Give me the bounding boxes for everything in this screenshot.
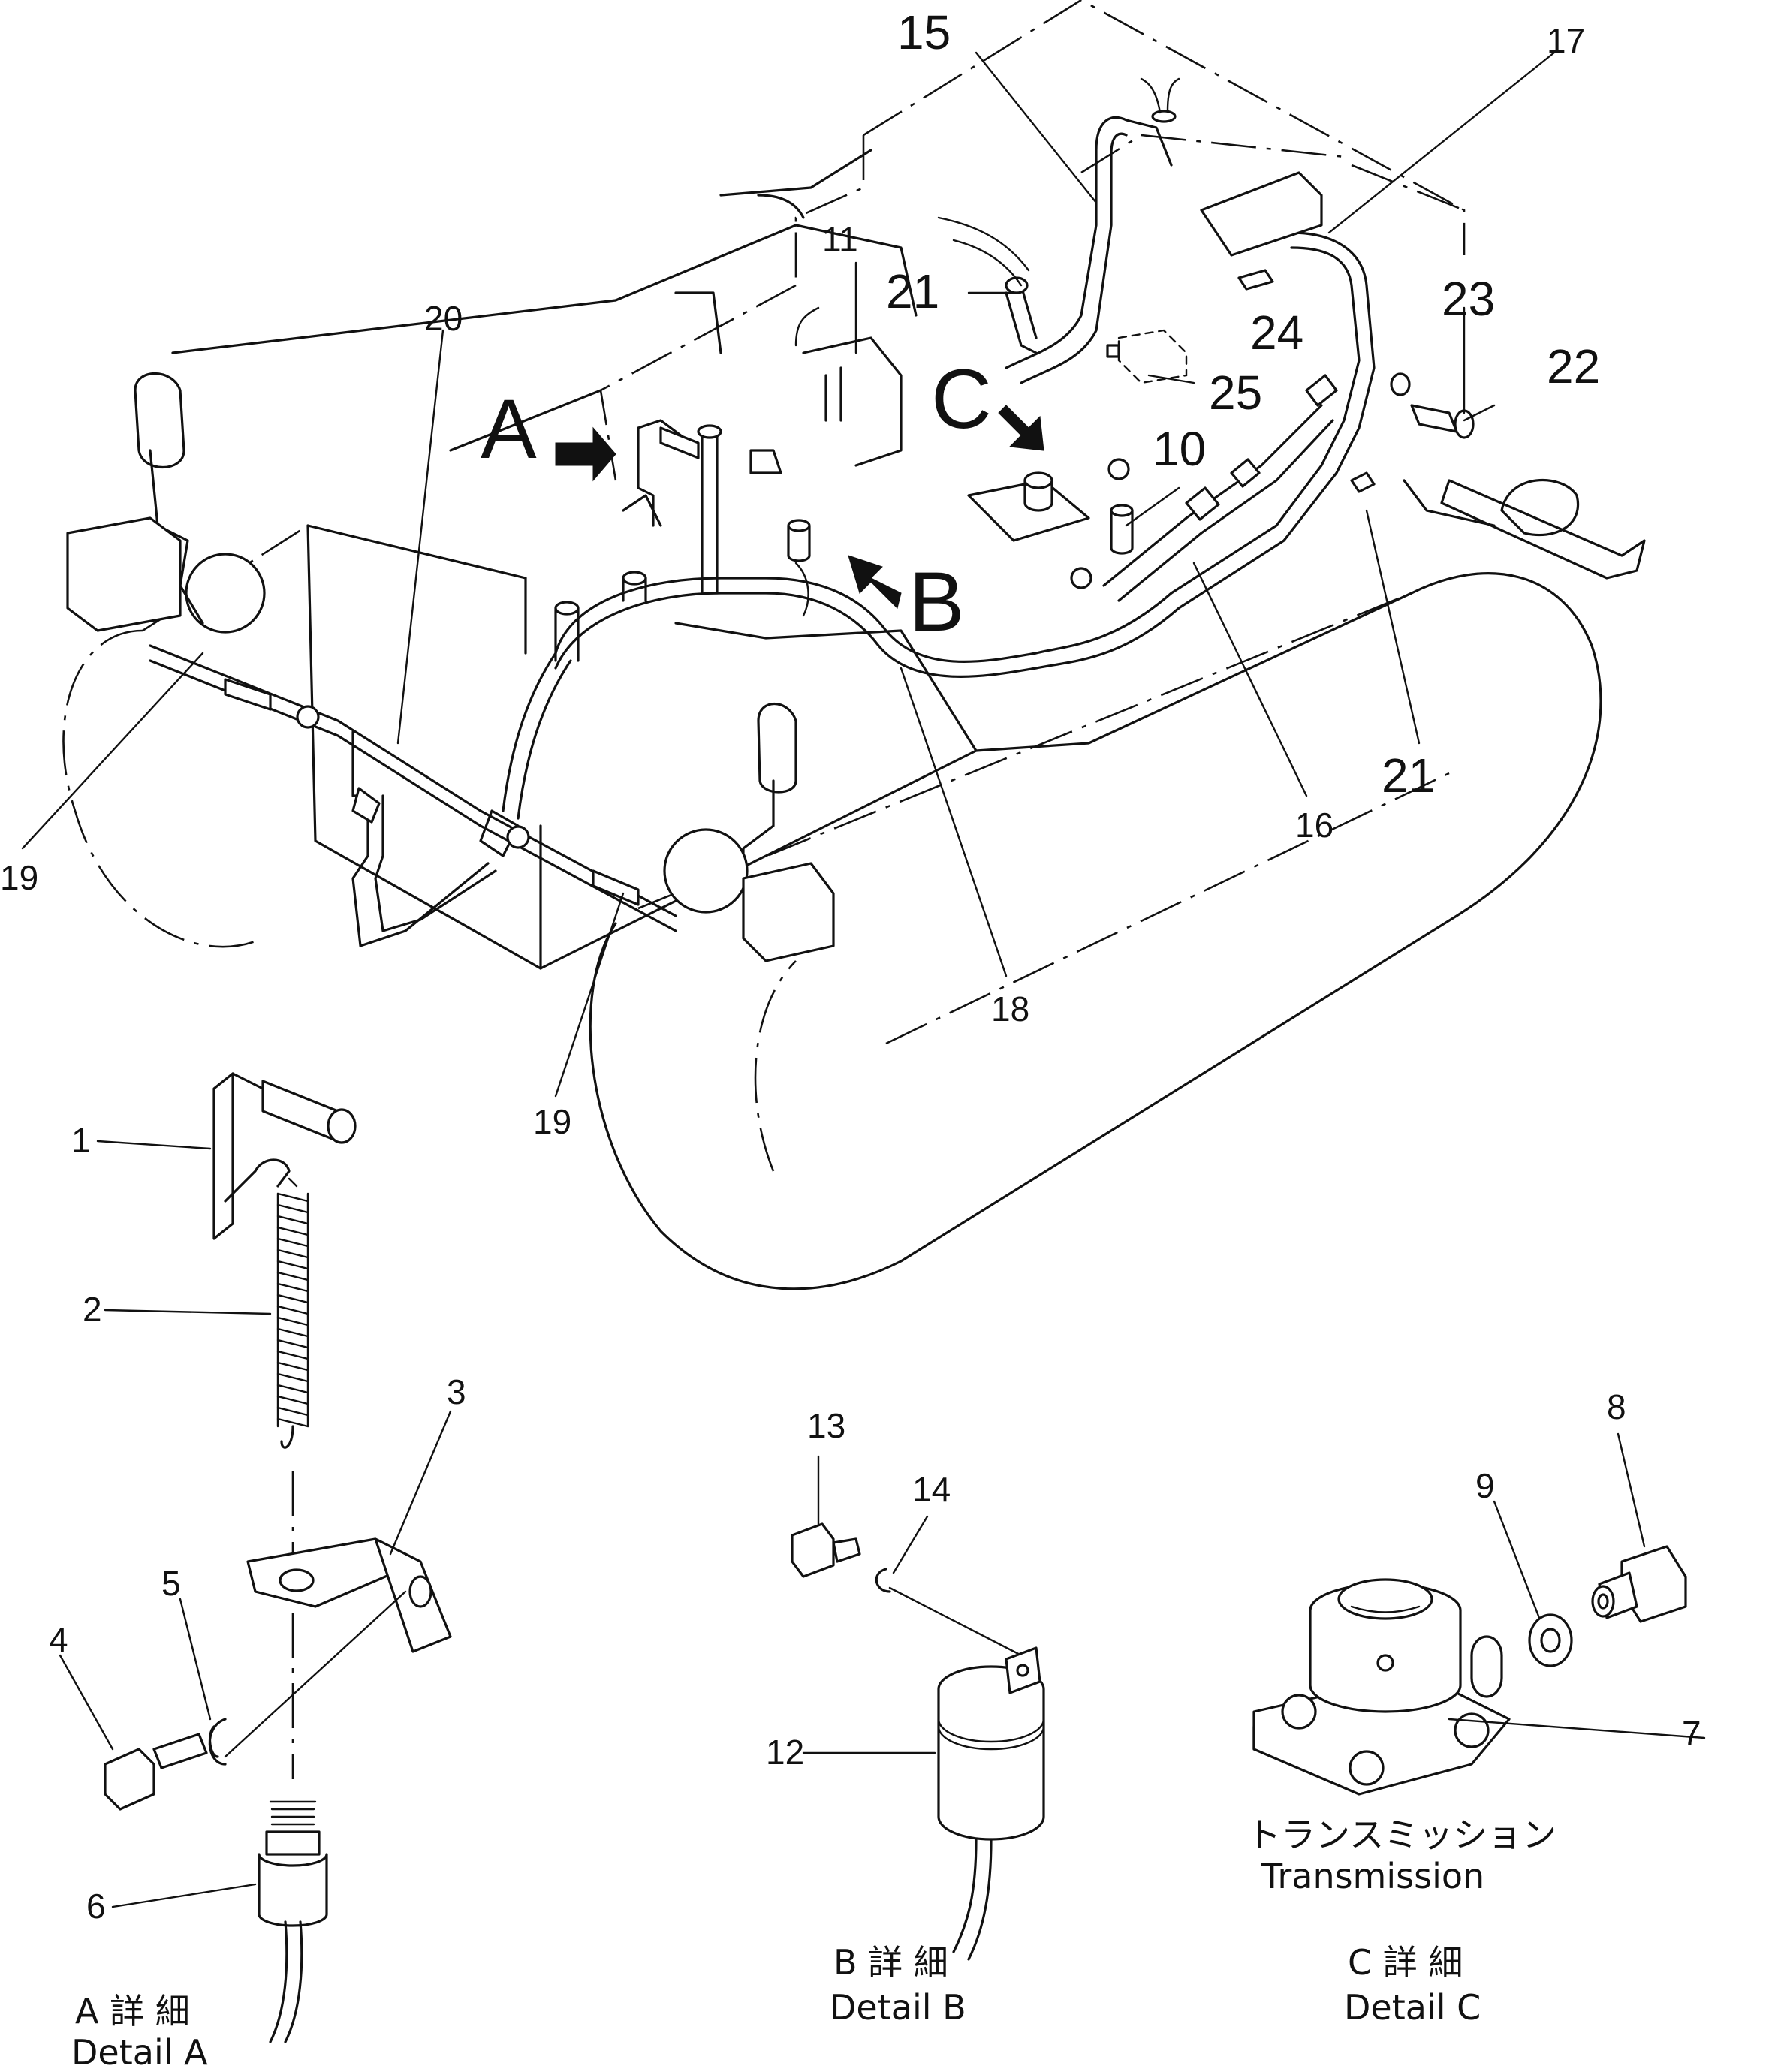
caption-transmission-en: Transmission (1261, 1856, 1484, 1896)
detail-letter-a: A (481, 382, 537, 476)
detail-captions: トランスミッション Transmission A 詳 細 Detail A B … (71, 1815, 1556, 2072)
callout-14: 14 (912, 1470, 951, 1509)
callout-20: 20 (424, 299, 463, 338)
callout-24: 24 (1250, 306, 1303, 360)
callout-1: 1 (71, 1121, 91, 1160)
caption-detail-b-jp: B 詳 細 (833, 1942, 948, 1983)
callout-6: 6 (86, 1887, 106, 1926)
callout-16: 16 (1295, 806, 1333, 845)
callout-5: 5 (161, 1564, 181, 1603)
callout-labels: A B C 15 17 11 21 20 23 24 22 25 10 21 1… (0, 5, 1701, 1926)
detail-letter-b: B (909, 555, 965, 649)
callout-4: 4 (49, 1620, 68, 1659)
arrow-a-icon (555, 426, 616, 482)
detail-b (791, 1455, 1045, 1961)
caption-detail-c-en: Detail C (1344, 1987, 1481, 2028)
callout-17: 17 (1547, 21, 1585, 60)
deck-components (554, 171, 1323, 662)
detail-letter-c: C (931, 352, 992, 446)
callout-10: 10 (1153, 422, 1206, 476)
callout-2: 2 (83, 1290, 102, 1329)
callout-11: 11 (822, 220, 858, 259)
arrow-b-icon (848, 555, 902, 609)
detail-c (1252, 1432, 1706, 1796)
callout-18: 18 (991, 989, 1029, 1028)
hose-routing (149, 77, 1376, 947)
caption-detail-b-en: Detail B (830, 1987, 966, 2028)
callout-22: 22 (1547, 339, 1600, 393)
callout-15: 15 (897, 5, 951, 59)
callout-19-left: 19 (0, 858, 38, 897)
callout-12: 12 (766, 1733, 804, 1772)
detail-a (59, 1072, 452, 2043)
leader-lines (21, 51, 1556, 1098)
callout-25: 25 (1209, 366, 1262, 420)
callout-3: 3 (447, 1372, 466, 1411)
caption-detail-c-jp: C 詳 細 (1348, 1942, 1463, 1983)
callout-19-center: 19 (533, 1102, 571, 1141)
callout-21-lower: 21 (1382, 748, 1435, 803)
caption-detail-a-en: Detail A (71, 2032, 208, 2072)
callout-8: 8 (1607, 1387, 1626, 1426)
callout-7: 7 (1682, 1714, 1701, 1753)
arrow-c-icon (998, 405, 1044, 451)
callout-21-upper: 21 (886, 264, 939, 318)
work-lamps (66, 372, 1646, 962)
callout-13: 13 (807, 1406, 845, 1445)
caption-detail-a-jp: A 詳 細 (75, 1991, 190, 2031)
caption-transmission-jp: トランスミッション (1246, 1815, 1556, 1855)
callout-9: 9 (1475, 1466, 1495, 1505)
callout-23: 23 (1442, 272, 1495, 326)
